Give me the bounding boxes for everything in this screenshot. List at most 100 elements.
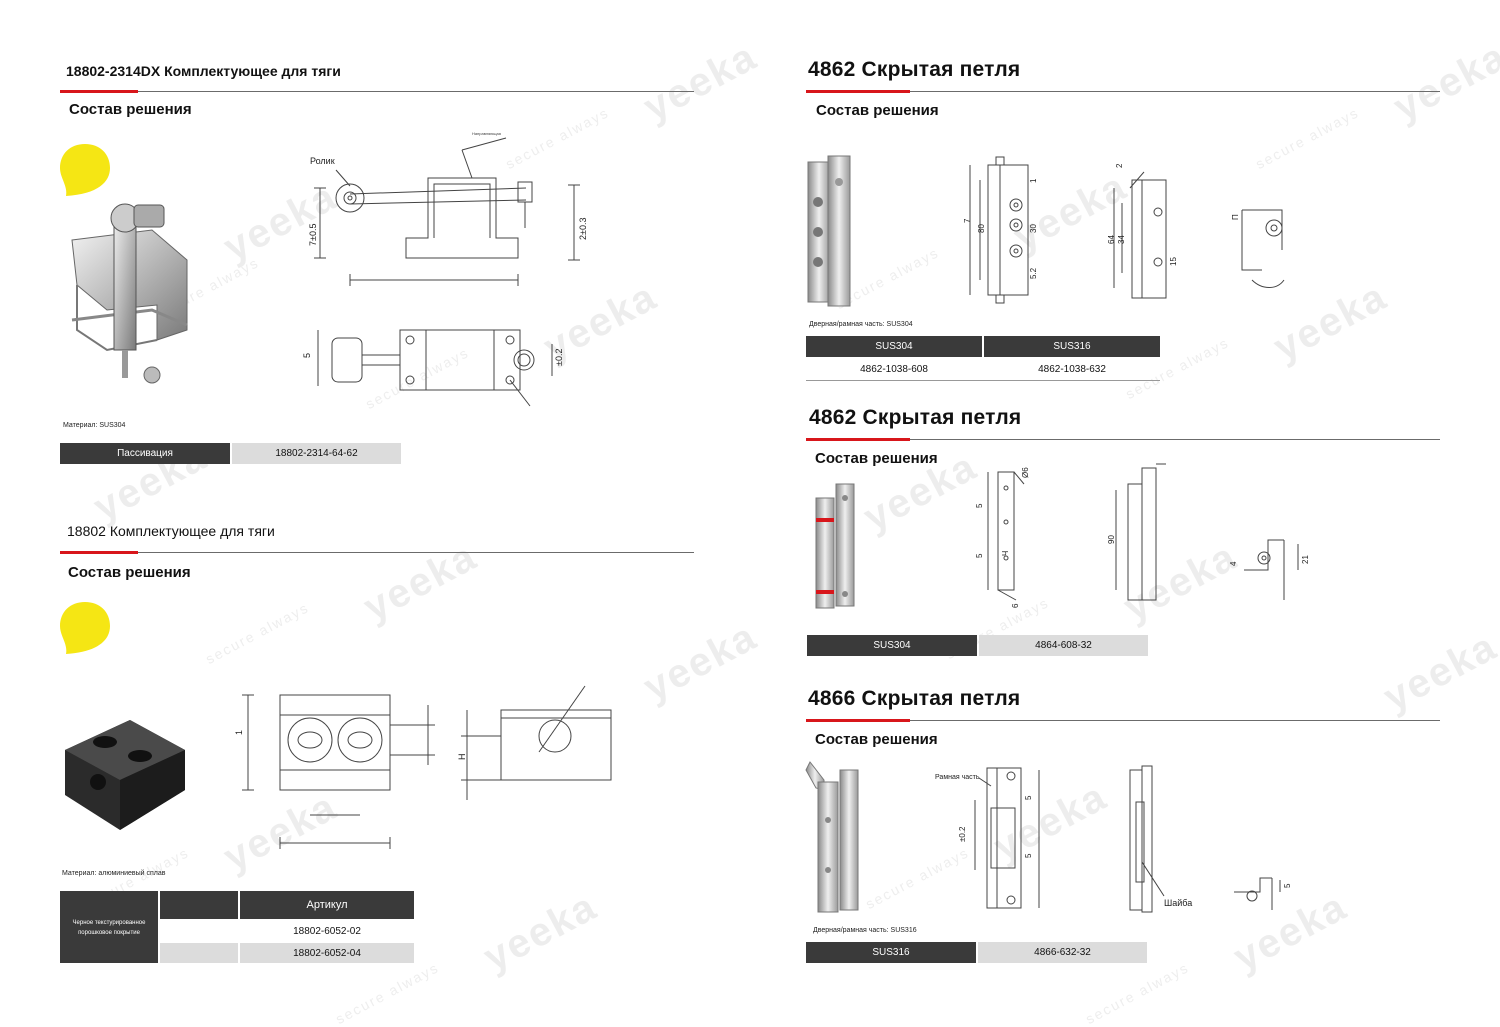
drawing-hinge-front: 7 80 1 30 5.2: [963, 156, 1038, 304]
table-header: SUS304: [806, 336, 982, 357]
material-note: Дверная/рамная часть: SUS316: [813, 927, 917, 934]
section-title: 4862 Скрытая петля: [809, 406, 1022, 429]
dim-label: 80: [977, 224, 986, 233]
drawing-hinge-4864-front: Ø6 5 5 Ч 6: [975, 467, 1030, 608]
dim-label: ±0.2: [554, 349, 564, 366]
table-divider: [806, 380, 1160, 381]
label-frame: Рамная часть: [935, 774, 980, 781]
watermark-brand: yeeka: [1376, 624, 1500, 720]
dim-label: 5: [1024, 853, 1033, 858]
drawing-rod-plan-view: 5 ±0.2: [302, 329, 564, 407]
table-header: SUS316: [984, 336, 1160, 357]
drawing-hinge-4864-side: 90: [1107, 463, 1166, 601]
dim-label: Ч: [1001, 551, 1010, 556]
finish-line: Черное текстурированное: [72, 920, 146, 926]
yellow-tag-icon: [60, 602, 110, 654]
dim-label: 2±0.3: [578, 218, 588, 240]
divider: [60, 91, 694, 92]
label-roller: Ролик: [310, 156, 335, 166]
section-subtitle: Состав решения: [68, 564, 191, 581]
accent-divider: [806, 719, 910, 722]
drawing-hinge-side: 2 64 34 15: [1107, 163, 1178, 299]
accent-divider: [60, 90, 138, 93]
material-note: Дверная/рамная часть: SUS304: [809, 321, 913, 328]
watermark-brand: yeeka: [356, 534, 485, 630]
drawing-hinge-4866-section: 5: [1234, 877, 1292, 910]
watermark-brand: yeeka: [636, 34, 765, 130]
table-cell-finish: SUS304: [807, 635, 977, 656]
watermark-slogan: secure always: [332, 959, 442, 1027]
label-washer: Шайба: [1164, 898, 1192, 908]
section-subtitle: Состав решения: [69, 101, 192, 118]
drawing-hinge-4866-front: Рамная часть 5 5 ±0.2: [935, 767, 1040, 909]
dim-label: П: [1231, 214, 1240, 220]
table-cell-code: 18802-6052-02: [293, 925, 361, 937]
yellow-tag-icon: [60, 144, 110, 196]
drawing-rod-side-view: Ролик Направляющая 7±0.5: [308, 131, 533, 286]
material-note: Материал: SUS304: [63, 422, 126, 429]
section-title: 4866 Скрытая петля: [808, 687, 1021, 710]
product-photo-black-block: [65, 720, 185, 830]
dim-label: 2: [1115, 163, 1124, 168]
section-subtitle: Состав решения: [815, 450, 938, 467]
table-cell-blank: [160, 943, 238, 963]
dim-label: H: [457, 754, 467, 761]
watermark-brand: yeeka: [636, 614, 765, 710]
table-cell-code: 18802-6052-04: [240, 943, 414, 963]
watermark-slogan: secure always: [1252, 104, 1362, 172]
watermark-slogan: secure always: [1082, 959, 1192, 1027]
dim-label: 5: [975, 553, 984, 558]
section-subtitle: Состав решения: [815, 731, 938, 748]
section-title: 18802-2314DX Комплектующее для тяги: [66, 63, 341, 79]
drawing-dim-right: 2±0.3: [568, 184, 588, 261]
drawing-hinge-4864-section: 4 21: [1229, 539, 1310, 600]
section-title: 18802 Комплектующее для тяги: [67, 523, 275, 539]
product-photo-hinge-4864: [815, 483, 855, 609]
table-header: Артикул: [240, 891, 414, 919]
dim-label: 34: [1117, 235, 1126, 244]
dim-label: 21: [1301, 555, 1310, 564]
material-note: Материал: алюминиевый сплав: [62, 870, 166, 877]
dim-label: 15: [1169, 257, 1178, 266]
divider: [806, 439, 1440, 440]
dim-label: 7: [963, 218, 972, 223]
table-cell-code: 4862-1038-632: [1038, 364, 1106, 375]
drawing-hinge-4866-side: Шайба: [1129, 765, 1192, 913]
product-photo-hinge-4866: [805, 761, 859, 913]
divider: [806, 720, 1440, 721]
section-title: 4862 Скрытая петля: [808, 58, 1021, 81]
accent-divider: [806, 438, 910, 441]
table-header-blank: [160, 891, 238, 919]
watermark-slogan: secure always: [202, 599, 312, 667]
product-photo-hinge-4862: [807, 155, 851, 307]
finish-line: порошковое покрытие: [78, 930, 140, 936]
dim-label: 5: [975, 503, 984, 508]
dim-label: 6: [1011, 603, 1020, 608]
dim-label: 5: [1283, 883, 1292, 888]
watermark-brand: yeeka: [476, 884, 605, 980]
table-cell-code: 4862-1038-608: [860, 364, 928, 375]
dim-label: 5: [1024, 795, 1033, 800]
dim-label: ±0.2: [958, 826, 967, 842]
dim-label: 5.2: [1029, 267, 1038, 279]
dim-label: 7±0.5: [308, 224, 318, 246]
dim-label: 1: [1029, 178, 1038, 183]
table-cell-finish: Пассивация: [60, 443, 230, 464]
dim-label: 64: [1107, 235, 1116, 244]
product-photo-rod-bracket: [71, 203, 188, 384]
dim-label: Ø6: [1021, 467, 1030, 478]
divider: [60, 552, 694, 553]
table-cell-code: 4866-632-32: [978, 942, 1147, 963]
dim-label: 90: [1107, 535, 1116, 544]
accent-divider: [806, 90, 910, 93]
divider: [806, 91, 1440, 92]
dim-label: 5: [302, 353, 312, 358]
accent-divider: [60, 551, 138, 554]
dim-label: 1: [234, 730, 244, 735]
drawing-hinge-section: П: [1231, 209, 1285, 288]
drawing-block-front-view: 1: [234, 694, 435, 849]
table-cell-finish: Черное текстурированное порошковое покры…: [60, 891, 158, 963]
drawing-block-side-view: H: [457, 685, 612, 800]
label-guide: Направляющая: [472, 131, 501, 136]
section-subtitle: Состав решения: [816, 102, 939, 119]
